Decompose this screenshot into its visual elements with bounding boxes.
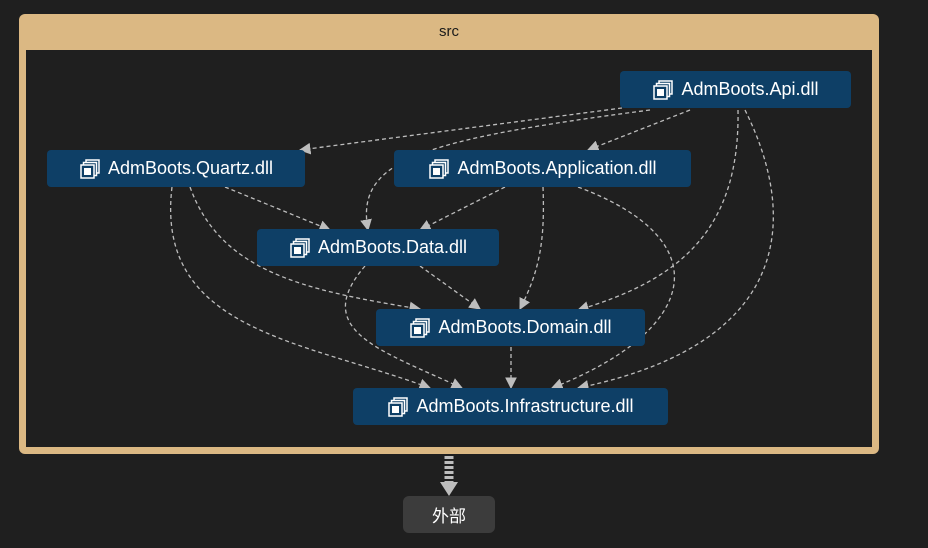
external-node[interactable]: 外部 <box>403 496 495 533</box>
node-admboots-quartz[interactable]: AdmBoots.Quartz.dll <box>47 150 305 187</box>
edge-application-data <box>418 186 506 231</box>
edge-src-external <box>440 456 458 496</box>
edge-api-quartz <box>298 107 623 155</box>
assembly-icon <box>409 317 431 339</box>
edge-api-domain <box>576 109 739 313</box>
node-label: AdmBoots.Data.dll <box>317 237 468 257</box>
edge-quartz-domain <box>189 186 422 314</box>
assembly-icon <box>428 158 450 180</box>
assembly-icon <box>289 237 311 259</box>
node-label: AdmBoots.Application.dll <box>457 158 657 178</box>
assembly-icon <box>387 396 409 418</box>
edge-api-data <box>360 109 651 232</box>
edge-api-application <box>586 109 691 152</box>
edge-api-infrastructure <box>576 109 774 392</box>
node-label: AdmBoots.Api.dll <box>681 79 819 99</box>
node-label: AdmBoots.Quartz.dll <box>107 158 274 178</box>
edge-application-infrastructure <box>550 186 675 390</box>
assembly-icon <box>652 79 674 101</box>
node-admboots-application[interactable]: AdmBoots.Application.dll <box>394 150 691 187</box>
node-label: AdmBoots.Infrastructure.dll <box>416 396 634 416</box>
edge-data-infrastructure <box>344 265 464 389</box>
assembly-icon <box>79 158 101 180</box>
node-label: AdmBoots.Domain.dll <box>438 317 612 337</box>
node-admboots-api[interactable]: AdmBoots.Api.dll <box>620 71 851 108</box>
node-admboots-domain[interactable]: AdmBoots.Domain.dll <box>376 309 645 346</box>
edge-data-domain <box>419 265 481 310</box>
edge-quartz-data <box>224 186 332 232</box>
node-admboots-data[interactable]: AdmBoots.Data.dll <box>257 229 499 266</box>
edge-quartz-infrastructure <box>170 186 432 390</box>
node-admboots-infrastructure[interactable]: AdmBoots.Infrastructure.dll <box>353 388 668 425</box>
edge-application-domain <box>519 186 545 311</box>
external-label: 外部 <box>432 507 466 526</box>
group-title: src <box>439 23 459 40</box>
